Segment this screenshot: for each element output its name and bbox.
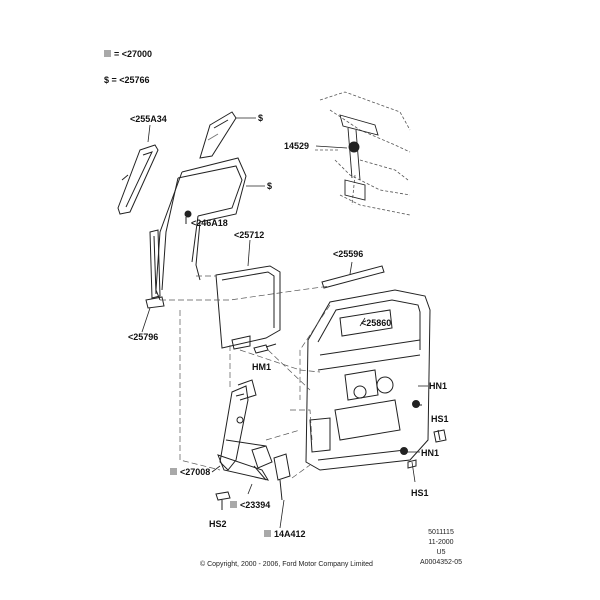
leader-25596: [349, 261, 353, 275]
door-glass-25712: [215, 265, 281, 350]
gray-square-icon: [230, 501, 237, 508]
callout-HM1: HM1: [252, 362, 272, 372]
doc-number: 5011115: [428, 529, 454, 536]
door-check-bracket: [339, 114, 379, 201]
callout-25860: <25860: [361, 318, 392, 328]
clip-246A18: [184, 210, 192, 224]
rear-channel-25796: [145, 229, 165, 309]
copyright-notice: © Copyright, 2000 - 2006, Ford Motor Com…: [200, 561, 373, 568]
callout-25596: <25596: [333, 249, 364, 259]
callout-HS1-a: HS1: [431, 414, 449, 424]
legend-dollar-marker: $ = <25766: [104, 75, 150, 85]
gray-square-icon: [104, 50, 111, 57]
callout-HS2: HS2: [209, 519, 227, 529]
assembly-lines: [160, 275, 331, 479]
callout-dollar-mid: $: [267, 181, 273, 191]
callout-dollar-top: $: [258, 113, 264, 123]
callout-25796: <25796: [128, 332, 159, 342]
callout-27008: <27008: [170, 467, 210, 478]
fastener-HS1-a: [433, 429, 447, 443]
leader-14529: [315, 145, 348, 149]
leader-255A34: [147, 124, 151, 143]
fastener-HN1-a: [412, 400, 420, 408]
connector-14A412: [273, 453, 291, 501]
legend-gray-marker: = <27000: [104, 49, 152, 59]
callout-HS1-b: HS1: [411, 488, 429, 498]
doc-date: 11-2000: [428, 539, 454, 546]
vehicle-body-context: [315, 91, 411, 216]
fastener-HS1-b: [407, 459, 417, 469]
gray-square-icon: [264, 530, 271, 537]
regulator-27008: [217, 379, 270, 481]
callout-246A18: <246A18: [191, 218, 228, 228]
callout-255A34: <255A34: [130, 114, 167, 124]
quarter-glass: [199, 111, 237, 159]
screw-HS2: [215, 491, 231, 510]
door-inner-panel: [305, 289, 431, 471]
gray-square-icon: [170, 468, 177, 475]
callout-HN1-a: HN1: [429, 381, 448, 391]
callout-14A412: 14A412: [264, 529, 306, 540]
callout-23394: <23394: [230, 500, 270, 511]
leader-27008: [211, 465, 221, 473]
leader-14A412: [279, 499, 285, 529]
fastener-HN1-b: [400, 447, 408, 455]
leader-25796: [141, 307, 151, 333]
trim-panel-255A34: [117, 144, 159, 215]
doc-illustration-id: A0004352-05: [419, 559, 463, 566]
weatherstrip-25596: [321, 265, 385, 289]
callout-HN1-b: HN1: [421, 448, 440, 458]
leader-25860: [359, 317, 366, 327]
glass-run-channel: [155, 157, 247, 301]
bolt-HM1: [253, 343, 277, 354]
doc-variant: U5: [436, 549, 446, 556]
leader-23394: [247, 483, 253, 495]
motor-23394: [251, 445, 273, 481]
callout-14529: 14529: [284, 141, 310, 151]
callout-25712: <25712: [234, 230, 265, 240]
leader-25712: [247, 239, 251, 267]
